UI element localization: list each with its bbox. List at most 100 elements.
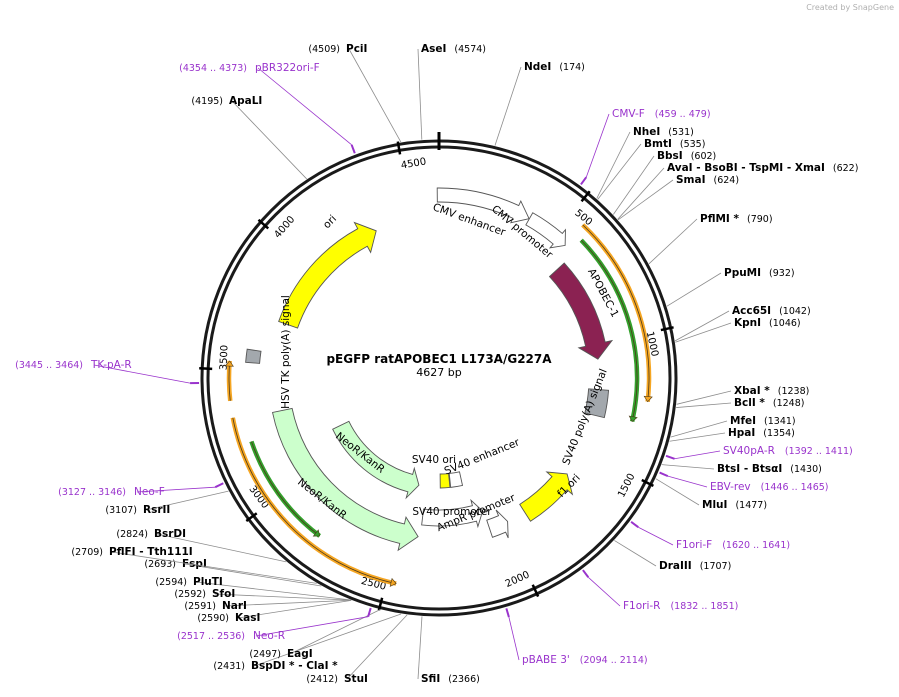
enzyme-name: AvaI - BsoBI - TspMI - XmaI bbox=[667, 162, 825, 174]
enzyme-site[interactable]: MfeI(1341) bbox=[670, 415, 796, 438]
primer-leader bbox=[674, 450, 721, 460]
enzyme-name: BtsI - BtsαI bbox=[717, 463, 782, 475]
primer-marker bbox=[630, 521, 639, 529]
enzyme-leader bbox=[195, 581, 351, 601]
enzyme-leader bbox=[617, 167, 665, 220]
enzyme-leader bbox=[348, 48, 402, 143]
primer-site[interactable]: pBABE 3'(2094 .. 2114) bbox=[505, 608, 648, 666]
primer-site[interactable]: SV40pA-R(1392 .. 1411) bbox=[665, 445, 853, 460]
enzyme-site[interactable]: ApaLI(4195) bbox=[191, 95, 307, 180]
primer-site[interactable]: pBR322ori-F(4354 .. 4373) bbox=[179, 62, 356, 154]
primer-site[interactable]: Neo-F(3127 .. 3146) bbox=[58, 482, 224, 498]
feature-neor-kanr-outer[interactable] bbox=[271, 407, 419, 552]
primer-site[interactable]: TK-pA-R(3445 .. 3464) bbox=[15, 359, 200, 385]
enzyme-site[interactable]: AseI(4574) bbox=[417, 43, 486, 140]
enzyme-site[interactable]: NarI(2591) bbox=[184, 599, 352, 612]
enzyme-site[interactable]: PluTI(2594) bbox=[155, 576, 351, 601]
enzyme-leader bbox=[676, 390, 732, 405]
enzyme-site[interactable]: SmaI(624) bbox=[617, 174, 739, 221]
enzyme-name: HpaI bbox=[728, 427, 755, 439]
enzyme-site[interactable]: MluI(1477) bbox=[655, 478, 767, 511]
primer-leader bbox=[638, 526, 674, 546]
feature-neor-kanr-inner[interactable] bbox=[332, 420, 420, 500]
plasmid-length: 4627 bp bbox=[416, 366, 461, 379]
enzyme-site[interactable]: HpaI(1354) bbox=[669, 427, 795, 442]
primer-marker bbox=[505, 608, 510, 618]
feature-apobec-1[interactable] bbox=[548, 262, 614, 360]
enzyme-site[interactable]: SfoI(2592) bbox=[174, 588, 351, 601]
primer-marker bbox=[580, 176, 588, 186]
enzyme-site[interactable]: RsrII(3107) bbox=[105, 490, 229, 516]
feature-sv40-ori[interactable] bbox=[439, 473, 451, 489]
feature-ampr-promoter[interactable] bbox=[486, 509, 509, 539]
enzyme-site[interactable]: XbaI *(1238) bbox=[676, 385, 810, 405]
primer-range: (459 .. 479) bbox=[655, 109, 711, 120]
label-neor-kanr-inner: NeoR/KanR bbox=[333, 430, 387, 476]
enzyme-site[interactable]: KpnI(1046) bbox=[675, 317, 801, 343]
enzyme-position: (531) bbox=[668, 127, 694, 138]
enzyme-site[interactable]: FspI (2693) bbox=[144, 558, 322, 587]
enzyme-name: RsrII bbox=[143, 504, 170, 516]
primer-site[interactable]: Neo-R(2517 .. 2536) bbox=[177, 607, 372, 642]
enzyme-position: (2693) bbox=[144, 559, 176, 570]
enzyme-position: (4195) bbox=[191, 96, 223, 107]
enzyme-leader bbox=[111, 551, 317, 584]
enzyme-position: (4509) bbox=[308, 44, 340, 55]
feature-cmv-enhancer[interactable] bbox=[436, 187, 530, 224]
enzyme-site[interactable]: BclI *(1248) bbox=[676, 397, 804, 409]
orf-band-neo-green-core bbox=[251, 441, 320, 537]
enzyme-site[interactable]: PciI(4509) bbox=[308, 43, 402, 143]
feature-sv40-promoter[interactable] bbox=[421, 498, 484, 529]
primer-site[interactable]: F1ori-F(1620 .. 1641) bbox=[630, 521, 790, 551]
feature-ori[interactable] bbox=[278, 221, 377, 329]
enzyme-leader bbox=[596, 131, 631, 199]
enzyme-position: (790) bbox=[747, 214, 773, 225]
enzyme-site[interactable]: StuI(2412) bbox=[306, 614, 408, 685]
primer-site[interactable]: EBV-rev(1446 .. 1465) bbox=[659, 471, 829, 493]
feature-sv40-enhancer[interactable] bbox=[448, 471, 464, 488]
tick-mark bbox=[396, 141, 402, 155]
primer-site[interactable]: CMV-F(459 .. 479) bbox=[580, 108, 711, 186]
enzyme-site[interactable]: Acc65I(1042) bbox=[674, 305, 811, 342]
enzyme-name: BsrDI bbox=[154, 528, 186, 540]
enzyme-position: (2709) bbox=[71, 547, 103, 558]
enzyme-site[interactable]: NheI(531) bbox=[596, 126, 694, 199]
feature-sv40-poly-a-signal[interactable] bbox=[584, 388, 610, 419]
tick-label: 4500 bbox=[400, 156, 427, 171]
enzyme-site[interactable]: PflMI *(790) bbox=[648, 213, 773, 265]
feature-cmv-promoter[interactable] bbox=[525, 212, 566, 249]
feature-hsv-tk-poly-a-signal[interactable] bbox=[245, 348, 262, 364]
enzyme-site[interactable]: BmtI(535) bbox=[597, 138, 706, 200]
enzyme-site[interactable]: AvaI - BsoBI - TspMI - XmaI(622) bbox=[617, 162, 859, 220]
label-sv40-ori: SV40 ori bbox=[412, 454, 456, 466]
enzyme-site[interactable]: DraIII(1707) bbox=[614, 540, 731, 572]
enzyme-name: KpnI bbox=[734, 317, 761, 329]
primer-site[interactable]: F1ori-R(1832 .. 1851) bbox=[582, 569, 738, 612]
label-sv40-promoter: SV40 promoter bbox=[412, 506, 492, 518]
enzyme-name: FspI bbox=[182, 558, 207, 570]
feature-f1-ori[interactable] bbox=[519, 471, 574, 522]
enzyme-site[interactable]: SfiI(2366) bbox=[417, 616, 480, 685]
enzyme-position: (2594) bbox=[155, 577, 187, 588]
enzyme-name: PpuMI bbox=[724, 267, 761, 279]
enzyme-leader bbox=[675, 322, 732, 343]
enzyme-leader bbox=[494, 66, 522, 146]
enzyme-position: (174) bbox=[559, 62, 585, 73]
enzyme-site[interactable]: KasI(2590) bbox=[197, 599, 352, 624]
enzyme-site[interactable]: BbsI(602) bbox=[613, 150, 716, 215]
enzyme-site[interactable]: NdeI(174) bbox=[494, 61, 585, 146]
enzyme-name: EagI bbox=[287, 648, 313, 660]
enzyme-site[interactable]: BspDI * - ClaI *(2431) bbox=[213, 613, 402, 672]
primer-range: (2094 .. 2114) bbox=[580, 655, 648, 666]
primer-marker bbox=[659, 471, 669, 478]
enzyme-name: DraIII bbox=[659, 560, 692, 572]
enzyme-site[interactable]: BtsI - BtsαI(1430) bbox=[661, 463, 822, 475]
label-hsv-tk-polya: HSV TK poly(A) signal bbox=[280, 295, 292, 409]
enzyme-site[interactable]: BsrDI(2824) bbox=[116, 528, 287, 563]
enzyme-leader bbox=[346, 614, 408, 680]
enzyme-name: Acc65I bbox=[732, 305, 771, 317]
primer-leader bbox=[257, 67, 352, 146]
enzyme-site[interactable]: PpuMI(932) bbox=[666, 267, 795, 307]
tick-label: 1500 bbox=[616, 472, 637, 500]
enzyme-site[interactable]: PflFI - Tth111I(2709) bbox=[71, 546, 317, 584]
